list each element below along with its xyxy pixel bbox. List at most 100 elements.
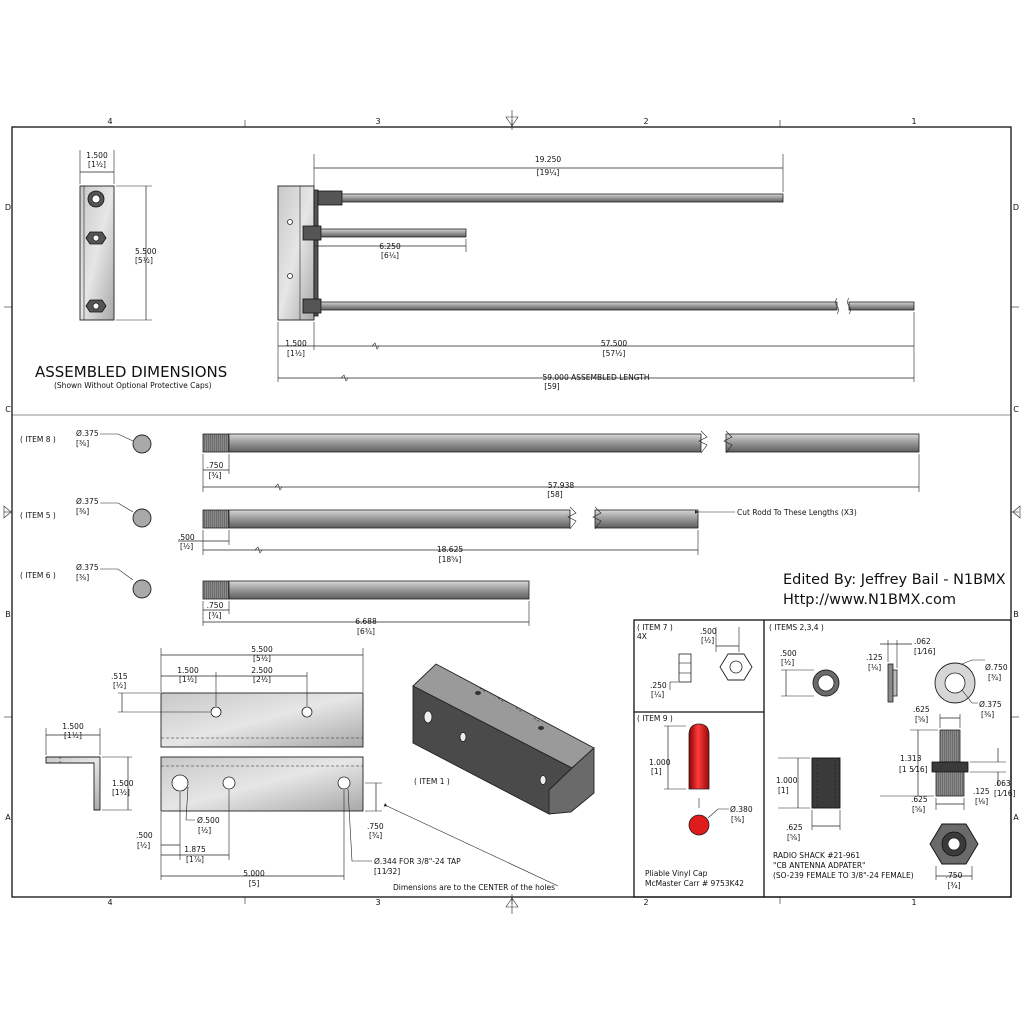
adapter-l-frac: [1⁄16]: [994, 789, 1015, 798]
item-8-thread-frac: [¾]: [208, 471, 221, 480]
long-rod-frac: [19¼]: [537, 168, 560, 177]
bracket-width-frac: [5½]: [253, 654, 271, 663]
item-8-dia-frac: [⅜]: [76, 439, 89, 448]
item-1-label: ( ITEM 1 ): [414, 777, 450, 786]
total-length-dim: 59.000 ASSEMBLED LENGTH: [542, 373, 649, 382]
zone-right-d: D: [1013, 203, 1019, 212]
bracket-edge-frac: [½]: [113, 681, 126, 690]
item-9-note2: McMaster Carr # 9753K42: [645, 879, 744, 888]
hole-big-frac: [½]: [198, 826, 211, 835]
angle-profile-view: 1.500 [1½] 1.500 [1½]: [45, 722, 134, 811]
right-height-frac: [¾]: [369, 831, 382, 840]
item-9-height-dim: 1.000: [649, 758, 671, 767]
plate-width-frac: [1½]: [88, 160, 106, 169]
item-8-dia: Ø.375: [76, 429, 99, 438]
rod-length-frac: [57½]: [603, 349, 626, 358]
item-5-length-dim: 18.625: [437, 545, 463, 554]
bracket-a-dim: 1.500: [177, 666, 199, 675]
item-5-length-frac: [18⅝]: [439, 555, 462, 564]
angle-height-frac: [1½]: [112, 788, 130, 797]
item-6-label: ( ITEM 6 ): [20, 571, 56, 580]
adapter-d-dim: Ø.750: [985, 663, 1008, 672]
zone-left-b: B: [5, 610, 11, 619]
rod-item-6: ( ITEM 6 ) Ø.375 [⅜] .750 [¾] 6.688 [6¾]: [20, 563, 530, 636]
adapter-note2: "CB ANTENNA ADPATER": [773, 861, 866, 870]
item-5-dia: Ø.375: [76, 497, 99, 506]
total-length-frac: [59]: [544, 382, 559, 391]
zone-right-b: B: [1013, 610, 1019, 619]
short-rod-dim: 6.250: [379, 242, 401, 251]
item-7-nut-detail: ( ITEM 7 ) 4X .250 [¼] .500 [½]: [637, 623, 753, 699]
adapter-g-frac: [1 5⁄16]: [899, 765, 928, 774]
zone-bottom-1: 1: [911, 898, 916, 907]
detail-boxes: [633, 619, 1012, 898]
zone-right-a: A: [1013, 813, 1019, 822]
credits-website[interactable]: Http://www.N1BMX.com: [783, 592, 956, 608]
bracket-width-dim: 5.500: [251, 645, 273, 654]
assembled-side-view: 19.250 [19¼] 6.250 [6¼] 1.500 [1½] 57.50…: [277, 154, 915, 391]
credits-editor: Edited By: Jeffrey Bail - N1BMX: [783, 572, 1006, 588]
hole-big-dim: Ø.500: [197, 816, 220, 825]
item-6-dia: Ø.375: [76, 563, 99, 572]
adapter-f-dim: .625: [913, 705, 930, 714]
cut-rod-note: Cut Rodd To These Lengths (X3): [737, 508, 857, 517]
angle-height-dim: 1.500: [112, 779, 134, 788]
item-5-label: ( ITEM 5 ): [20, 511, 56, 520]
rod-item-8: ( ITEM 8 ) Ø.375 [⅜] .750 [¾] 57.938 [58…: [20, 429, 920, 499]
rod-length-dim: 57.500: [601, 339, 627, 348]
zone-right-c: C: [1013, 405, 1019, 414]
tap-hole-dim: Ø.344 FOR 3/8"-24 TAP: [374, 857, 461, 866]
angle-width-dim: 1.500: [62, 722, 84, 731]
zone-left-d: D: [5, 203, 11, 212]
adapter-c-dim: .062: [914, 637, 931, 646]
item-9-dia-frac: [⅜]: [731, 815, 744, 824]
adapter-h-frac: [1]: [778, 786, 789, 795]
drawing-frame: [3, 110, 1021, 914]
item-9-cap-end: [688, 814, 710, 836]
items-234-label: ( ITEMS 2,3,4 ): [769, 623, 824, 632]
bracket-front-view: Ø.500 [½] .500 [½] 1.875 [1⅞] 5.000 [5] …: [136, 756, 559, 892]
adapter-g-dim: 1.313: [900, 754, 922, 763]
bracket-edge-dim: .515: [111, 672, 128, 681]
bracket-b-dim: 2.500: [251, 666, 273, 675]
zone-top-1: 1: [911, 117, 916, 126]
item-6-thread-dim: .750: [207, 601, 224, 610]
edge2-frac: [½]: [137, 841, 150, 850]
item-9-note1: Pliable Vinyl Cap: [645, 869, 708, 878]
adapter-a-frac: [½]: [781, 658, 794, 667]
holes-center-note: Dimensions are to the CENTER of the hole…: [393, 883, 555, 892]
item-7-label: ( ITEM 7 ): [637, 623, 673, 632]
zone-bottom-2: 2: [643, 898, 648, 907]
adapter-i-dim: .625: [786, 823, 803, 832]
adapter-j-dim: .625: [911, 795, 928, 804]
assembled-subtitle: (Shown Without Optional Protective Caps): [54, 381, 212, 390]
zone-bottom-3: 3: [375, 898, 380, 907]
bracket-a-frac: [1½]: [179, 675, 197, 684]
adapter-f-frac: [⅝]: [915, 715, 928, 724]
item-8-length-frac: [58]: [547, 490, 562, 499]
zone-top-3: 3: [375, 117, 380, 126]
plate-height-frac: [5½]: [135, 256, 153, 265]
plate-width-dim: 1.500: [86, 151, 108, 160]
item-6-thread-frac: [¾]: [208, 611, 221, 620]
item-7-qty: 4X: [637, 632, 647, 641]
zone-left-a: A: [5, 813, 11, 822]
adapter-l-dim: .063: [994, 779, 1011, 788]
item-9-label: ( ITEM 9 ): [637, 714, 673, 723]
item-7-height-dim: .250: [650, 681, 667, 690]
adapter-i-frac: [⅝]: [787, 833, 800, 842]
adapter-d-frac: [¾]: [988, 673, 1001, 682]
adapter-note3: (SO-239 FEMALE TO 3/8"-24 FEMALE): [773, 871, 914, 880]
adapter-k-frac: [⅛]: [975, 797, 988, 806]
adapter-b-frac: [⅛]: [868, 663, 881, 672]
item-6-length-dim: 6.688: [355, 617, 377, 626]
bracket-b-frac: [2½]: [253, 675, 271, 684]
right-height-dim: .750: [367, 822, 384, 831]
base-frac: [1½]: [287, 349, 305, 358]
bracket-top-view: 5.500 [5½] 1.500 [1½] 2.500 [2½] .515 [½…: [111, 645, 364, 748]
adapter-k-dim: .125: [973, 787, 990, 796]
pos2-frac: [1⅞]: [186, 855, 204, 864]
adapter-m-frac: [¾]: [947, 881, 960, 890]
adapter-b-dim: .125: [866, 653, 883, 662]
